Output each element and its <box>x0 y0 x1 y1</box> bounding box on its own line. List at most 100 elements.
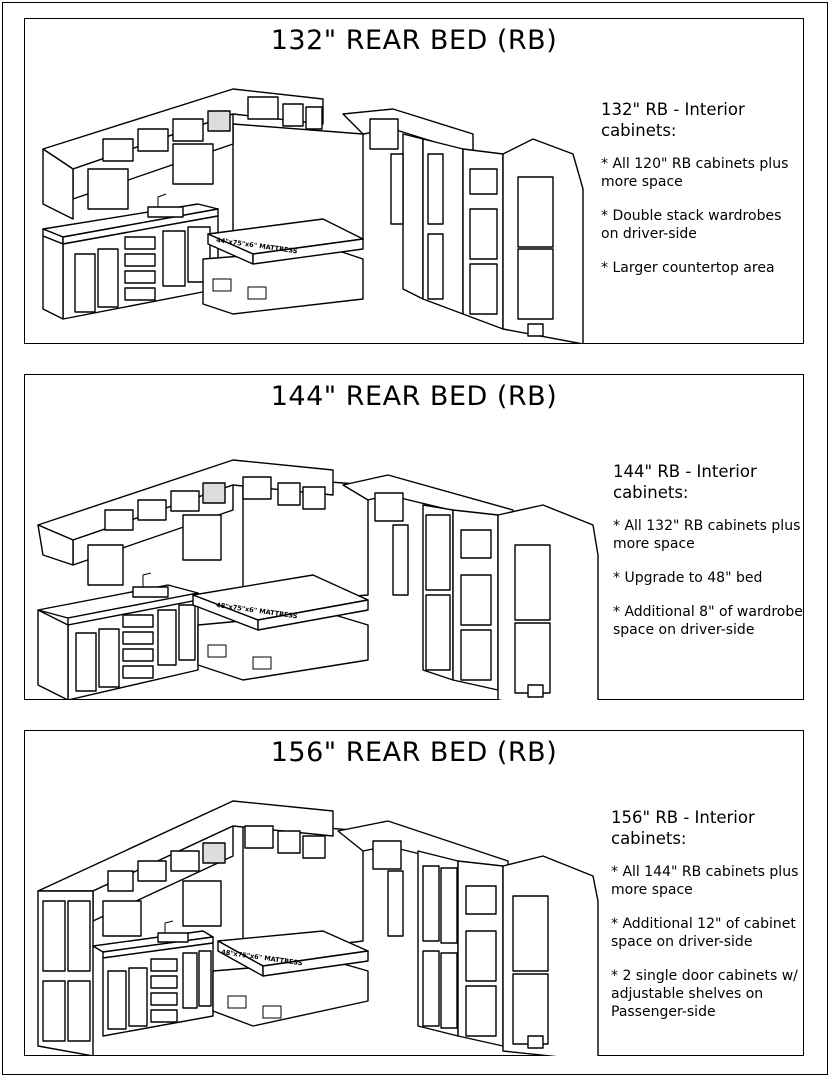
cabinet-door <box>427 233 444 300</box>
drawer <box>122 631 154 645</box>
panel-title: 132" REAR BED (RB) <box>270 25 558 56</box>
tower-door <box>517 176 554 248</box>
upper-door <box>102 138 134 162</box>
lower-door <box>182 952 198 1009</box>
upper-door <box>172 118 204 142</box>
upper-door <box>305 106 323 130</box>
window <box>87 544 124 586</box>
panel-notes: 156" RB - Interior cabinets: * All 144" … <box>611 807 801 1037</box>
note-item: * All 120" RB cabinets plus more space <box>601 156 789 190</box>
drawer <box>124 287 156 301</box>
tall-door <box>42 980 66 1042</box>
upper-door <box>242 476 272 500</box>
floor-vent <box>262 1005 282 1019</box>
left-end-cap <box>42 148 74 220</box>
floor-vent <box>247 286 267 300</box>
sink <box>157 932 189 943</box>
upper-door <box>374 492 404 522</box>
mattress-front <box>257 599 369 631</box>
wardrobe-stack <box>402 133 424 300</box>
upper-door <box>137 499 167 521</box>
panel-notes: 132" RB - Interior cabinets: * All 120" … <box>601 99 801 293</box>
tower-door <box>512 973 549 1045</box>
upper-door <box>302 835 326 859</box>
lower-door <box>157 609 177 666</box>
floor-vent <box>252 656 272 670</box>
cabinet-door <box>440 867 458 944</box>
upper-door <box>107 870 134 892</box>
wardrobe-door <box>387 870 404 937</box>
note-item: * Additional 8" of wardrobe space on dri… <box>613 604 803 638</box>
left-end-cap <box>37 524 74 566</box>
wardrobe-door <box>392 524 409 596</box>
note-item: * 2 single door cabinets w/ adjustable s… <box>611 968 798 1020</box>
faucet-icon <box>157 193 167 207</box>
fridge-door <box>460 574 492 626</box>
window <box>182 880 222 927</box>
note-item: * Double stack wardrobes on driver-side <box>601 208 782 242</box>
drawer <box>124 253 156 267</box>
notes-heading: 144" RB - Interior cabinets: <box>613 462 757 502</box>
vent-grille <box>202 482 226 504</box>
upper-door <box>170 850 200 872</box>
access-panel <box>527 323 544 337</box>
note-item: * Upgrade to 48" bed <box>613 570 763 586</box>
drawer <box>124 236 156 250</box>
mattress-front <box>262 950 369 977</box>
upper-door <box>277 830 301 854</box>
sink <box>147 206 184 218</box>
wardrobe-door <box>390 153 404 225</box>
tower-door <box>517 248 554 320</box>
lower-cabinets-side <box>42 235 64 320</box>
cabinet-layout-drawing: 48"x75"x6" MATTRESS <box>37 459 599 700</box>
panel-144-rear-bed: 144" REAR BED (RB) 48"x75"x6" MATTRES <box>24 374 804 700</box>
sink <box>132 586 169 598</box>
upper-door <box>372 840 402 870</box>
cabinet-door <box>425 514 451 591</box>
panel-notes: 144" RB - Interior cabinets: * All 132" … <box>613 461 803 655</box>
microwave <box>469 168 498 195</box>
faucet-icon <box>164 920 174 933</box>
mattress-front <box>252 238 364 265</box>
tall-door <box>67 980 91 1042</box>
access-panel <box>527 684 544 698</box>
upper-door <box>137 860 167 882</box>
note-item: * Additional 12" of cabinet space on dri… <box>611 916 796 950</box>
lower-cabinets-side <box>37 609 69 700</box>
fridge-door <box>465 930 497 982</box>
note-item: * Larger countertop area <box>601 260 775 276</box>
fridge-door <box>469 263 498 315</box>
notes-heading: 156" RB - Interior cabinets: <box>611 808 755 848</box>
drawer <box>150 992 178 1006</box>
upper-door <box>247 96 279 120</box>
cabinet-door <box>440 952 458 1029</box>
tower-door <box>514 622 551 694</box>
floor-vent <box>212 278 232 292</box>
microwave <box>465 885 497 915</box>
drawer <box>150 1009 178 1023</box>
vent-grille <box>202 842 226 864</box>
upper-door <box>369 118 399 150</box>
drawer <box>122 648 154 662</box>
cabinet-door <box>422 865 440 942</box>
lower-door <box>75 632 97 692</box>
lower-door <box>128 967 148 1027</box>
drawer <box>122 614 154 628</box>
tower-door <box>512 895 549 972</box>
cabinet-door <box>422 950 440 1027</box>
window <box>87 168 129 210</box>
lower-door <box>178 604 196 661</box>
cabinet-layout-drawing: 44"x75"x6" MATTRESS <box>42 88 584 344</box>
faucet-icon <box>142 572 152 587</box>
upper-door <box>244 825 274 849</box>
panel-title: 144" REAR BED (RB) <box>270 381 558 412</box>
lower-door <box>97 248 119 308</box>
cabinet-door <box>425 594 451 671</box>
lower-door <box>107 970 127 1030</box>
upper-door <box>302 486 326 510</box>
cabinet-door <box>427 153 444 225</box>
panel-title: 156" REAR BED (RB) <box>270 737 558 768</box>
fridge-door <box>469 208 498 260</box>
tower-door <box>514 544 551 621</box>
